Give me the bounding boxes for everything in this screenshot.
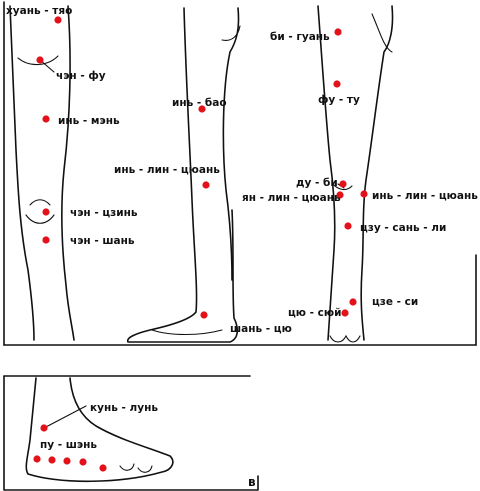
label-qiu-xu: цю - сюй	[288, 307, 341, 319]
point-huan-tiao	[54, 16, 62, 24]
point-du-bi	[339, 180, 347, 188]
point-yin-ling-quan-side	[360, 190, 368, 198]
inner-leg-sole-line	[151, 329, 223, 335]
point-pu-shen-3	[63, 457, 71, 465]
foot-points	[33, 424, 107, 472]
front-leg-knee-line	[29, 199, 51, 206]
foot-toe-line-1	[137, 465, 153, 473]
label-kun-lun: кунь - лунь	[90, 402, 158, 414]
label-yang-ling-quan: ян - лин - цюань	[242, 192, 341, 204]
point-zu-san-li	[344, 222, 352, 230]
inner-leg-view	[126, 7, 241, 343]
label-yin-ling-quan-side: инь - лин - цюань	[372, 190, 478, 202]
foot-outline	[25, 377, 174, 483]
point-yin-bao	[198, 105, 206, 113]
front-leg-outer-edge	[9, 5, 35, 341]
side-leg-back-edge	[360, 5, 394, 341]
foot-toe-line-2	[119, 463, 135, 471]
point-jie-xi	[349, 298, 357, 306]
side-leg-front-edge	[317, 5, 336, 341]
point-pu-shen-4	[79, 458, 87, 466]
point-qiu-xu	[341, 309, 349, 317]
label-yin-bao: инь - бао	[172, 97, 227, 109]
side-leg-view	[317, 5, 394, 343]
label-cheng-shan: чэн - шань	[70, 235, 135, 247]
foot-panel-border	[3, 375, 259, 491]
point-bi-guan	[334, 28, 342, 36]
side-leg-knee-line	[331, 182, 353, 191]
point-cheng-shan	[42, 236, 50, 244]
foot-view	[25, 377, 174, 483]
point-fu-tu	[333, 80, 341, 88]
label-fu-tu: фу - ту	[318, 94, 360, 106]
point-pu-shen-1	[33, 455, 41, 463]
panel-letter: в	[248, 475, 256, 489]
front-points	[36, 16, 62, 244]
side-leg-toes	[329, 334, 361, 343]
inner-leg-front-edge	[126, 7, 239, 343]
label-cheng-fu: чэн - фу	[56, 70, 106, 82]
label-yin-ling-quan-inner: инь - лин - цюань	[114, 164, 220, 176]
point-cheng-jin	[42, 208, 50, 216]
label-yin-men: инь - мэнь	[58, 115, 120, 127]
label-pu-shen: пу - шэнь	[40, 439, 97, 451]
point-shang-qiu	[200, 311, 208, 319]
point-cheng-fu	[36, 56, 44, 64]
point-yang-ling-quan	[336, 191, 344, 199]
side-leg-hip-line	[371, 13, 393, 53]
point-pu-shen-2	[48, 456, 56, 464]
label-du-bi: ду - би	[296, 177, 338, 189]
front-leg-view	[9, 5, 75, 341]
front-leg-inner-edge	[61, 5, 75, 341]
point-pu-shen-5	[99, 464, 107, 472]
label-shang-qiu: шань - цю	[230, 323, 292, 335]
leader-kun-lun	[43, 405, 87, 429]
front-leg-hip-crease	[17, 55, 59, 66]
inner-points	[198, 105, 210, 319]
inner-leg-back-edge	[222, 7, 240, 281]
label-bi-guan: би - гуань	[270, 31, 330, 43]
front-leg-kneecap-line	[25, 214, 55, 224]
label-huan-tiao: хуань - тяо	[6, 5, 72, 17]
inner-leg-hip-line	[221, 25, 241, 41]
point-yin-men	[42, 115, 50, 123]
label-cheng-jin: чэн - цзинь	[70, 207, 138, 219]
point-yin-ling-quan-inner	[202, 181, 210, 189]
label-zu-san-li: цзу - сань - ли	[360, 222, 446, 234]
point-kun-lun	[40, 424, 48, 432]
side-points	[333, 28, 368, 317]
label-jie-xi: цзе - си	[372, 296, 418, 308]
